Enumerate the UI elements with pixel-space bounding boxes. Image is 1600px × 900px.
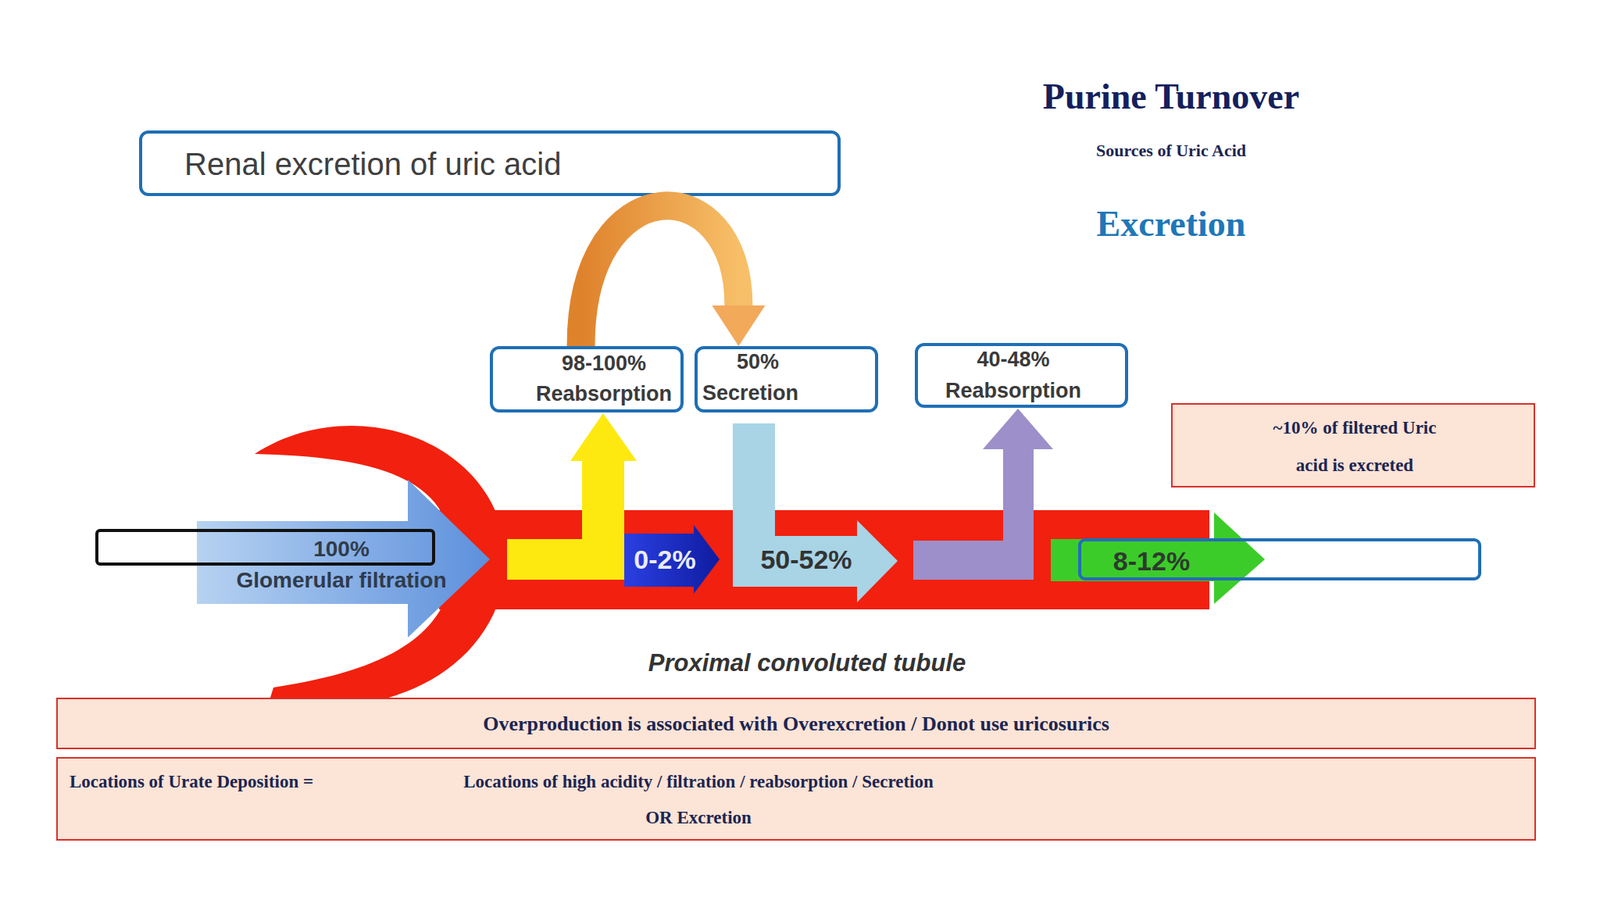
- subtitle: Sources of Uric Acid: [1014, 139, 1328, 162]
- node-text: Reabsorption: [917, 378, 1109, 404]
- highlight-frame: [96, 530, 434, 565]
- node-text: 50-52%: [732, 544, 880, 575]
- note-band: Overproduction is associated with Overex…: [56, 697, 1536, 750]
- node-text: 8-12%: [1050, 546, 1253, 576]
- arrow-fill: [732, 520, 898, 603]
- node-text: Glomerular filtration: [196, 567, 486, 593]
- node-text: 40-48%: [917, 346, 1109, 372]
- flow-arrow-shape: 100% Glomerular filtration: [196, 479, 490, 638]
- process-box: 50% Secretion: [694, 346, 879, 413]
- note-band: Locations of Urate Deposition = Locations…: [56, 757, 1536, 841]
- node-text: Locations of Urate Deposition =: [69, 769, 406, 795]
- node-text: 98-100%: [507, 350, 701, 376]
- heading-box: Renal excretion of uric acid: [139, 130, 841, 197]
- node-text: 50%: [736, 349, 854, 375]
- flow-connector: [581, 205, 766, 347]
- arrow-fill: [624, 525, 720, 594]
- node-text: Overproduction is associated with Overex…: [57, 710, 1535, 738]
- arrow-fill: [1050, 512, 1265, 604]
- arrow-head: [711, 305, 765, 347]
- arrow-fill: [196, 479, 490, 638]
- note-box: ~10% of filtered Uric acid is excreted: [1171, 403, 1536, 488]
- node-text: Secretion: [702, 380, 875, 406]
- node-text: Renal excretion of uric acid: [184, 147, 810, 181]
- diagram-title: Purine Turnover: [936, 75, 1406, 119]
- flow-arrow-shape: 8-12%: [1050, 512, 1265, 604]
- secretion-arrow-stem: [732, 423, 775, 541]
- part-label: Proximal convoluted tubule: [533, 647, 1081, 679]
- reabsorption-arrow: [913, 408, 1054, 580]
- process-box: 40-48% Reabsorption: [914, 342, 1129, 408]
- node-text: ~10% of filtered Uric acid is excreted: [1272, 409, 1437, 485]
- flow-arrow-shape: 0-2%: [624, 521, 720, 597]
- node-text: 100%: [196, 536, 486, 562]
- node-text: Locations of high acidity / filtration /…: [448, 764, 949, 836]
- connector-line: [581, 205, 740, 347]
- process-box: 98-100%Reabsorption: [489, 346, 684, 413]
- node-text: 0-2%: [624, 544, 706, 575]
- reabsorption-arrow: [507, 413, 637, 580]
- highlight-frame: [1079, 539, 1480, 579]
- node-text: Reabsorption: [507, 381, 701, 407]
- section-heading: Excretion: [975, 202, 1367, 247]
- flow-arrow-shape: 50-52%: [732, 520, 898, 603]
